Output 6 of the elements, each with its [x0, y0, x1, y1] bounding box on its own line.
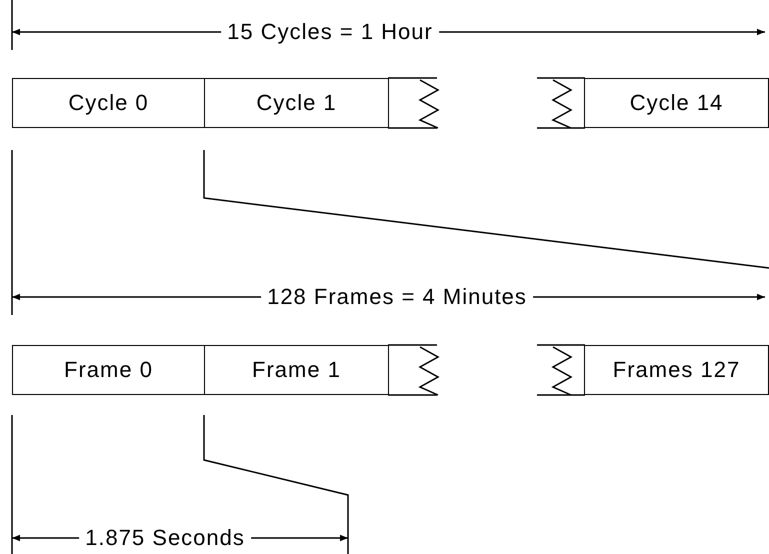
cell: Cycle 0	[12, 78, 205, 128]
cell: Frames 127	[584, 345, 769, 395]
cell: Cycle 1	[204, 78, 389, 128]
cell: Frame 1	[204, 345, 389, 395]
cell: Cycle 14	[584, 78, 769, 128]
cell: Frame 0	[12, 345, 205, 395]
